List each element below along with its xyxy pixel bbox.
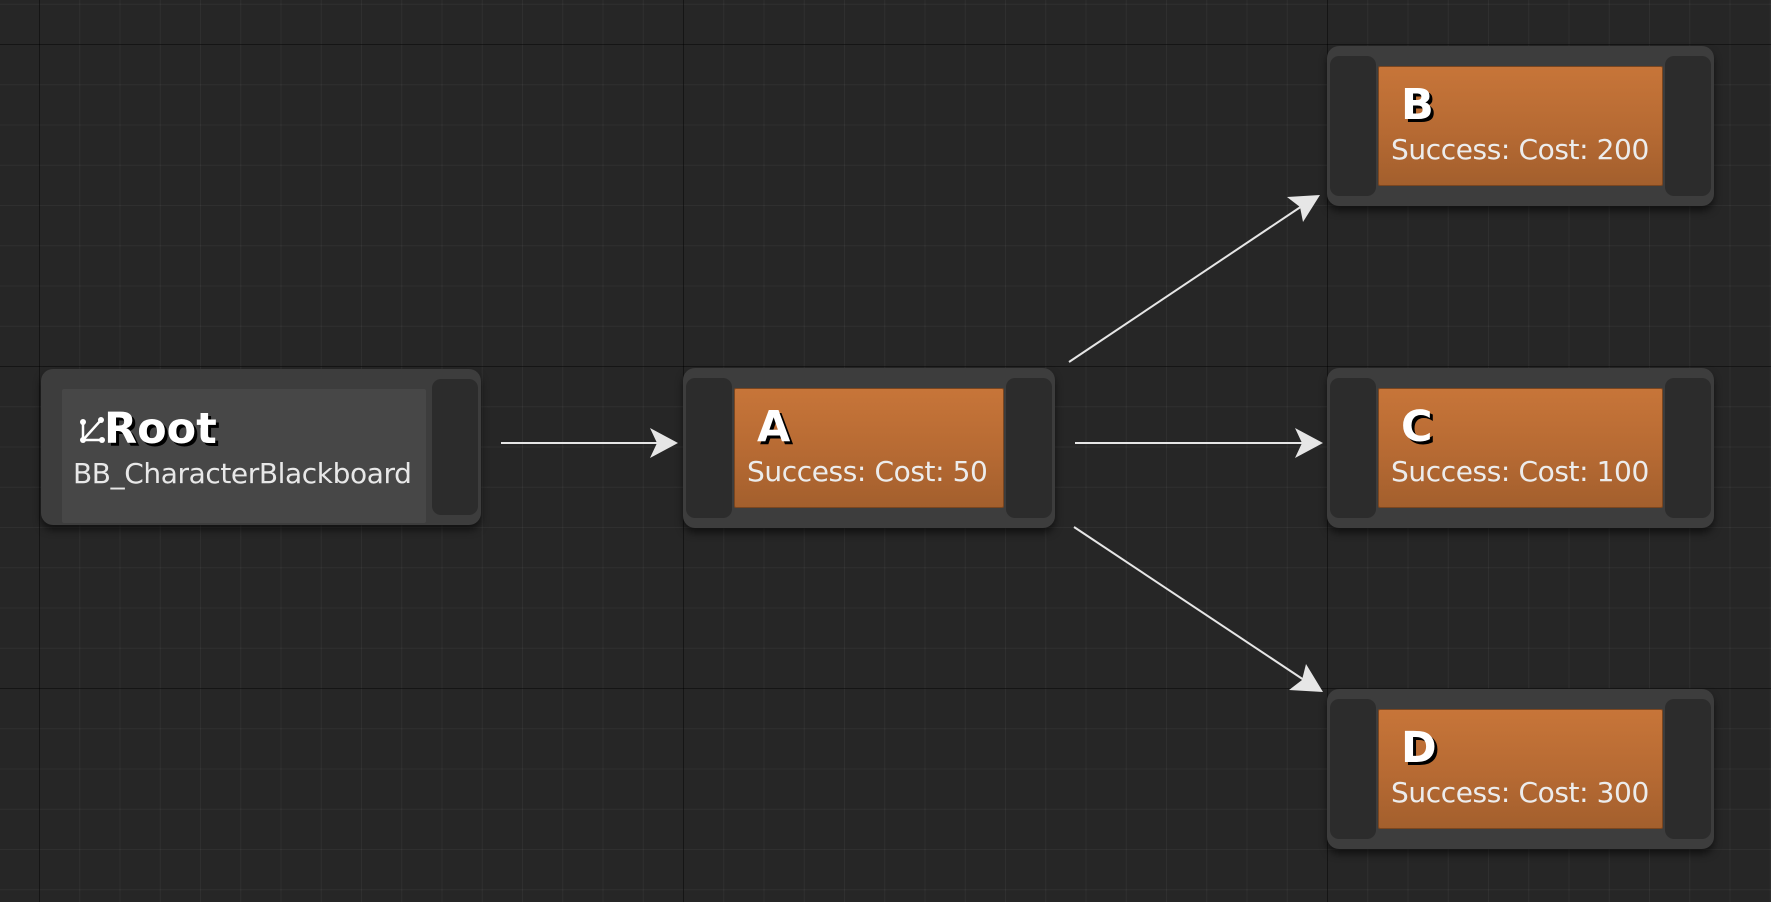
root-node[interactable]: Root BB_CharacterBlackboard <box>41 369 481 525</box>
task-node-d-description: Success: Cost: 300 <box>1391 776 1649 809</box>
task-node-c[interactable]: C Success: Cost: 100 <box>1327 368 1714 528</box>
task-node-c-description: Success: Cost: 100 <box>1391 455 1649 488</box>
task-node-b-title: B <box>1401 80 1434 130</box>
task-node-b-body: B Success: Cost: 200 <box>1378 66 1663 186</box>
root-node-body <box>62 389 426 523</box>
edge-a-to-d <box>1073 526 1323 692</box>
task-node-d-output-pin[interactable] <box>1665 699 1711 839</box>
task-node-d-body: D Success: Cost: 300 <box>1378 709 1663 829</box>
branch-icon <box>80 417 105 443</box>
task-node-c-input-pin[interactable] <box>1330 378 1376 518</box>
root-output-pin[interactable] <box>432 379 478 515</box>
task-node-d-title: D <box>1401 723 1437 773</box>
task-node-a-output-pin[interactable] <box>1006 378 1052 518</box>
task-node-b-description: Success: Cost: 200 <box>1391 133 1649 166</box>
root-node-title: Root <box>104 404 217 454</box>
task-node-d-input-pin[interactable] <box>1330 699 1376 839</box>
root-node-blackboard: BB_CharacterBlackboard <box>73 457 412 490</box>
task-node-a[interactable]: A Success: Cost: 50 <box>683 368 1055 528</box>
task-node-c-title: C <box>1401 402 1433 452</box>
edge-root-to-a <box>501 428 678 458</box>
task-node-c-body: C Success: Cost: 100 <box>1378 388 1663 508</box>
task-node-a-body: A Success: Cost: 50 <box>734 388 1004 508</box>
task-node-b-input-pin[interactable] <box>1330 56 1376 196</box>
edge-a-to-b <box>1068 195 1320 363</box>
task-node-a-title: A <box>757 402 791 452</box>
task-node-d[interactable]: D Success: Cost: 300 <box>1327 689 1714 849</box>
task-node-a-description: Success: Cost: 50 <box>747 455 988 488</box>
task-node-b-output-pin[interactable] <box>1665 56 1711 196</box>
task-node-b[interactable]: B Success: Cost: 200 <box>1327 46 1714 206</box>
task-node-a-input-pin[interactable] <box>686 378 732 518</box>
edge-a-to-c <box>1075 428 1323 458</box>
task-node-c-output-pin[interactable] <box>1665 378 1711 518</box>
